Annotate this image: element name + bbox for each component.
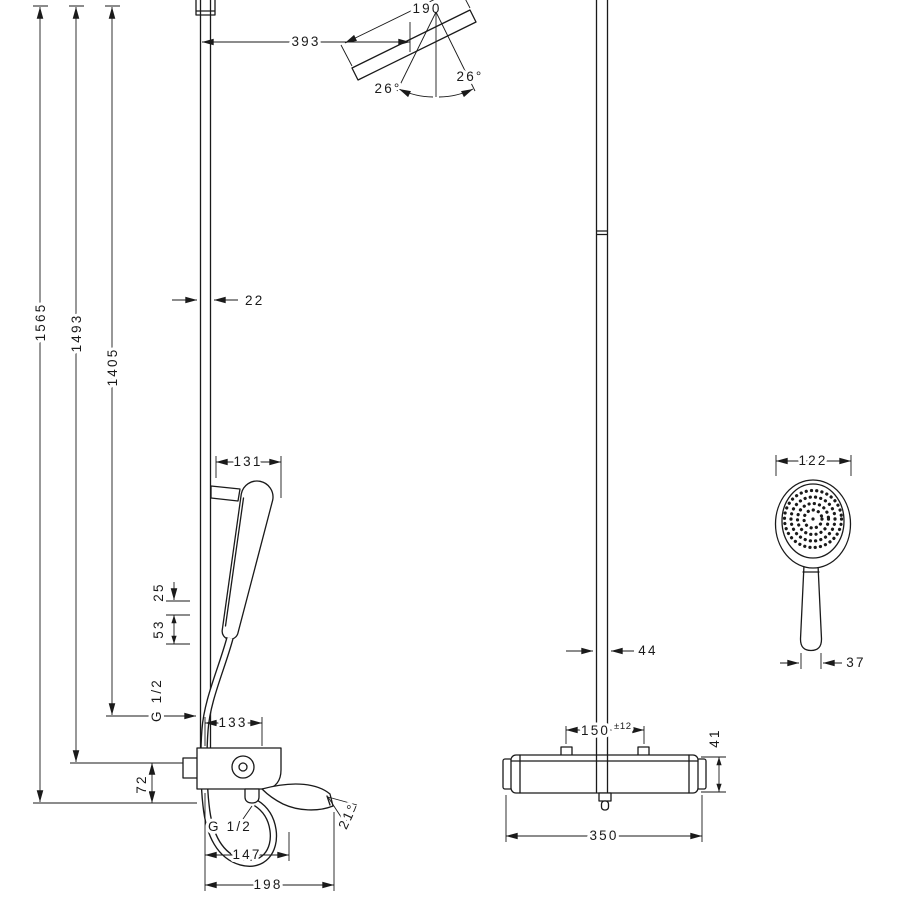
dim-label-angle-left: 26° bbox=[374, 81, 401, 96]
dim-bar-width: 44 bbox=[566, 640, 659, 661]
select-knob bbox=[231, 755, 255, 779]
dim-handshower-length: 131 bbox=[215, 451, 282, 498]
shower-hose bbox=[200, 637, 278, 867]
side-view: 1565 1493 1405 393 190 26° 26° bbox=[30, 0, 484, 895]
wall-connector bbox=[182, 757, 198, 779]
dim-handshower-width: 122 bbox=[775, 450, 852, 476]
dim-head-size: 190 bbox=[340, 0, 471, 67]
dim-label-72: 72 bbox=[134, 774, 149, 793]
spray-ring-4 bbox=[782, 488, 844, 550]
ext-41 bbox=[701, 756, 726, 793]
front-view: 44 150 ±12 41 350 bbox=[502, 0, 726, 846]
dim-label-198: 198 bbox=[253, 877, 282, 892]
outlet-nub-front bbox=[600, 800, 610, 811]
bar-top-bracket bbox=[195, 0, 216, 16]
handshower-holder bbox=[210, 485, 241, 502]
dim-label-190: 190 bbox=[412, 1, 441, 16]
bath-mixer-side bbox=[182, 747, 334, 811]
angle-arc-right bbox=[438, 88, 474, 98]
handshower-body bbox=[221, 480, 274, 640]
handshower-head-inner bbox=[781, 483, 845, 559]
dim-outlet-drop: 72 bbox=[131, 762, 156, 804]
select-knob-inner bbox=[238, 762, 248, 772]
dim-label-133: 133 bbox=[218, 715, 247, 730]
dim-holder-offsets: 25 53 bbox=[148, 579, 190, 645]
dim-connection-center: 150 ±12 bbox=[565, 718, 645, 744]
spout-aerator bbox=[326, 795, 331, 806]
hose-nipple bbox=[244, 788, 260, 804]
bath-spout bbox=[261, 783, 334, 811]
spray-center-dot bbox=[811, 517, 815, 521]
angle-arc-left bbox=[398, 88, 434, 98]
dim-label-thread-hose: G 1/2 bbox=[149, 678, 164, 722]
dim-label-150: 150 bbox=[581, 723, 610, 738]
valve-face-lines bbox=[510, 754, 699, 794]
dim-handle-width: 37 bbox=[780, 652, 867, 673]
angle-ray-left bbox=[396, 11, 437, 92]
dim-label-height-1493: 1493 bbox=[69, 314, 84, 353]
dim-label-height-1405: 1405 bbox=[105, 348, 120, 387]
dim-tilt-angles: 26° 26° bbox=[371, 11, 484, 99]
dim-valve-height: 41 bbox=[701, 725, 726, 793]
shower-bar-front bbox=[595, 0, 612, 811]
handshower-side bbox=[210, 480, 274, 640]
dim-label-22: 22 bbox=[245, 293, 264, 308]
dim-label-53: 53 bbox=[151, 619, 166, 638]
dim-spout-reach: 147 198 bbox=[204, 793, 335, 895]
ext-190 bbox=[340, 0, 471, 67]
dim-valve-width: 350 bbox=[505, 795, 703, 846]
ext-37 bbox=[800, 653, 822, 669]
dim-label-393: 393 bbox=[291, 34, 320, 49]
dim-spout-angle: 21° bbox=[327, 796, 363, 835]
hose-fill bbox=[201, 637, 276, 866]
dim-label-350: 350 bbox=[589, 828, 618, 843]
spray-ring-2 bbox=[795, 501, 831, 537]
bar-lines bbox=[199, 0, 212, 749]
dim-label-44: 44 bbox=[638, 643, 657, 658]
spray-ring-3 bbox=[789, 495, 837, 543]
dim-label-41: 41 bbox=[707, 728, 722, 747]
dim-label-131: 131 bbox=[233, 454, 262, 469]
leader-g12-lower bbox=[242, 805, 253, 820]
dim-label-37: 37 bbox=[846, 655, 865, 670]
dim-heights: 1565 1493 1405 bbox=[30, 5, 197, 804]
dim-label-25: 25 bbox=[151, 582, 166, 601]
handshower-front-view: 122 37 bbox=[774, 450, 867, 673]
dim-label-122: 122 bbox=[798, 453, 827, 468]
shower-bar-side bbox=[195, 0, 216, 749]
spray-ring-1 bbox=[802, 508, 824, 530]
valve-front bbox=[502, 754, 707, 794]
outlet-front bbox=[598, 792, 612, 802]
dim-thread-outlet: G 1/2 bbox=[205, 805, 253, 837]
dim-label-thread-outlet: G 1/2 bbox=[208, 819, 252, 834]
angle-21-rays bbox=[327, 796, 358, 824]
ticks-25-53 bbox=[166, 600, 190, 645]
dim-bar-depth: 22 bbox=[172, 290, 265, 311]
dim-label-height-1565: 1565 bbox=[33, 303, 48, 342]
handshower-head-outer bbox=[774, 479, 852, 569]
handshower-face-line bbox=[224, 497, 245, 627]
dim-label-21: 21° bbox=[335, 801, 360, 832]
handshower-front bbox=[774, 479, 852, 652]
dim-head-offset: 393 bbox=[201, 22, 411, 52]
dim-line-190 bbox=[344, 0, 463, 44]
dim-valve-depth: 133 bbox=[204, 712, 263, 746]
dim-label-angle-right: 26° bbox=[456, 69, 483, 84]
dim-label-150-tol: ±12 bbox=[614, 721, 632, 732]
handshower-handle-front bbox=[799, 564, 823, 652]
dim-label-147: 147 bbox=[232, 847, 261, 862]
angle-ray-right bbox=[435, 11, 476, 92]
bar-front-lines bbox=[595, 0, 609, 793]
